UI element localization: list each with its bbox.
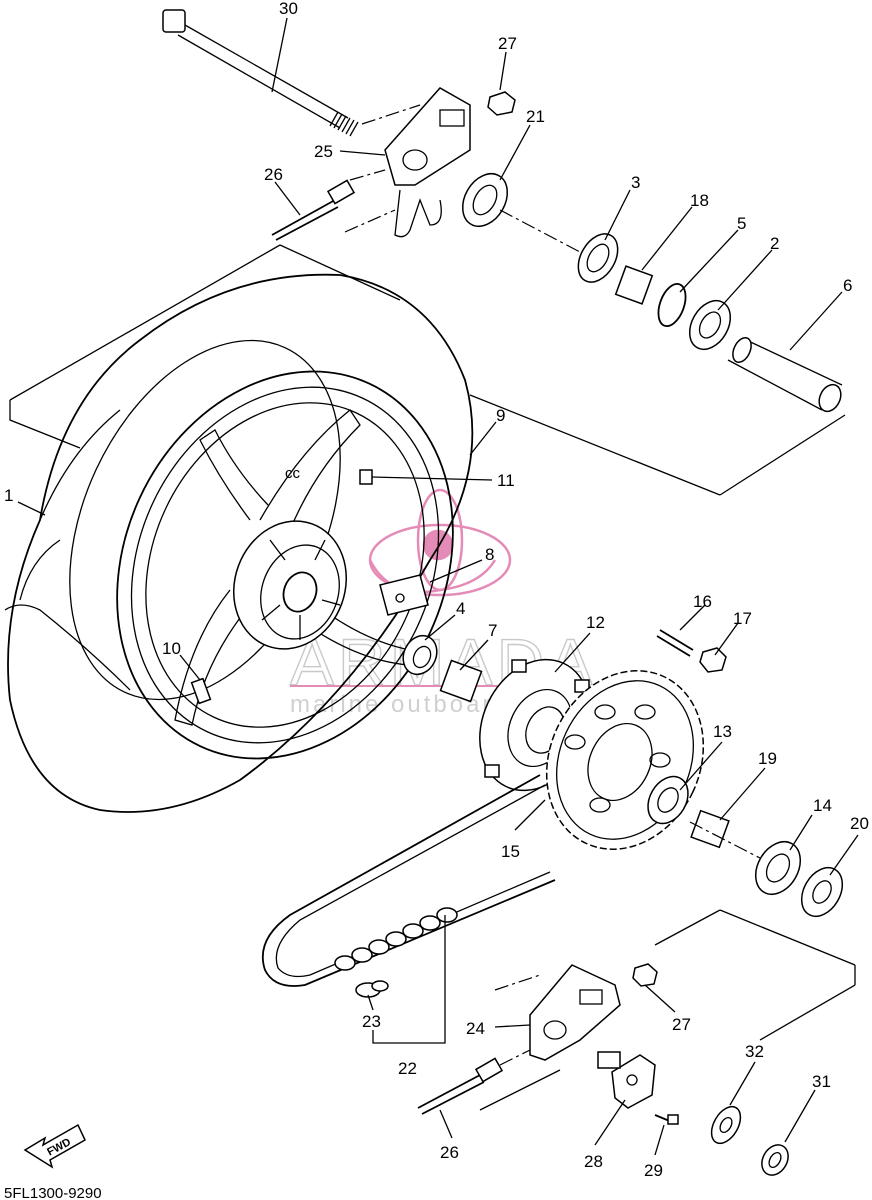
circlip-part-5 xyxy=(657,283,687,327)
nut-part-31 xyxy=(761,1144,789,1176)
washer-part-32 xyxy=(710,1105,742,1145)
callout-16: 16 xyxy=(693,592,712,611)
callout-26-top: 26 xyxy=(264,165,283,184)
stud-bolt-part-16 xyxy=(656,629,694,657)
bolt-part-26-bottom xyxy=(417,1049,531,1115)
fwd-arrow-icon: FWD xyxy=(23,1123,86,1169)
callout-10: 10 xyxy=(162,639,181,658)
balance-weight-part-11 xyxy=(359,469,373,485)
callout-18: 18 xyxy=(690,191,709,210)
axis-line-lower xyxy=(689,821,761,859)
nut-part-27-bottom xyxy=(632,963,658,987)
upper-plane-outline xyxy=(9,244,846,496)
collar-part-19 xyxy=(690,809,730,849)
callout-1: 1 xyxy=(4,486,13,505)
bearing-part-2 xyxy=(688,300,732,350)
callout-26-bottom: 26 xyxy=(440,1143,459,1162)
nut-part-17 xyxy=(699,647,727,673)
callout-8: 8 xyxy=(485,545,494,564)
collar-part-7 xyxy=(439,659,483,703)
bearing-part-4 xyxy=(402,634,438,676)
callout-25: 25 xyxy=(314,142,333,161)
callout-12: 12 xyxy=(586,613,605,632)
chain-adjuster-part-25 xyxy=(384,87,471,238)
callout-4: 4 xyxy=(456,599,465,618)
drive-chain-part-22 xyxy=(261,774,556,987)
lower-plane-outline xyxy=(479,909,856,1111)
rim-marking-text: cc xyxy=(285,465,301,482)
damper-part-8 xyxy=(379,574,429,616)
collar-part-20 xyxy=(800,867,844,917)
bolt-part-26-top xyxy=(271,169,396,241)
callout-14: 14 xyxy=(813,796,832,815)
callout-6: 6 xyxy=(843,276,852,295)
bearing-part-3 xyxy=(577,233,619,283)
callout-13: 13 xyxy=(713,722,732,741)
callout-27-top: 27 xyxy=(498,34,517,53)
oil-seal-part-21 xyxy=(461,173,509,227)
callout-28: 28 xyxy=(584,1152,603,1171)
axle-part-30 xyxy=(162,9,421,137)
callout-24: 24 xyxy=(466,1019,485,1038)
callout-17: 17 xyxy=(733,609,752,628)
callout-31: 31 xyxy=(812,1072,831,1091)
callout-3: 3 xyxy=(631,173,640,192)
master-link-part-23 xyxy=(355,980,389,998)
screw-part-29 xyxy=(654,1114,679,1125)
callout-11: 11 xyxy=(497,471,515,490)
callout-22: 22 xyxy=(398,1059,417,1078)
diagram-code: 5FL1300-9290 xyxy=(4,1185,102,1200)
callout-23: 23 xyxy=(362,1012,381,1031)
nut-part-27-top xyxy=(487,91,516,116)
axis-line-upper xyxy=(499,209,581,253)
callout-numbers: 30 27 21 25 26 3 18 5 2 6 9 11 1 8 4 7 1… xyxy=(4,0,869,1180)
spacer-part-18 xyxy=(614,265,654,305)
callout-30: 30 xyxy=(279,0,298,18)
callout-19: 19 xyxy=(758,749,777,768)
callout-21: 21 xyxy=(526,107,545,126)
valve-part-10 xyxy=(190,677,212,705)
chain-adjuster-part-24 xyxy=(494,964,621,1061)
callout-5: 5 xyxy=(737,214,746,233)
callout-9: 9 xyxy=(496,406,505,425)
callout-27-bottom: 27 xyxy=(672,1015,691,1034)
callout-29: 29 xyxy=(644,1161,663,1180)
callout-20: 20 xyxy=(850,814,869,833)
bearing-part-13 xyxy=(647,775,689,825)
oil-seal-part-14 xyxy=(754,841,802,895)
callout-2: 2 xyxy=(770,234,779,253)
rear-wheel-part-1: cc xyxy=(4,273,474,813)
callout-32: 32 xyxy=(745,1042,764,1061)
callout-7: 7 xyxy=(488,621,497,640)
leader-lines xyxy=(17,17,859,1156)
collar-tube-part-6 xyxy=(727,336,843,413)
callout-15: 15 xyxy=(501,842,520,861)
plate-part-28 xyxy=(597,1051,656,1109)
